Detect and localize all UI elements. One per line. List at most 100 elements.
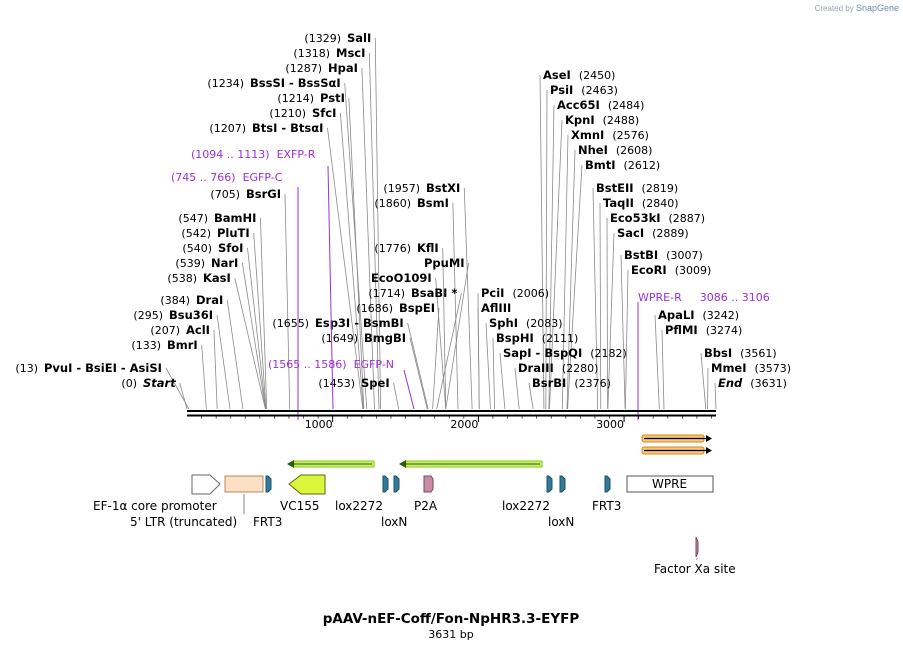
- primer-egfp-n[interactable]: (1565 .. 1586)EGFP-N: [268, 358, 415, 410]
- site-esp3i-bsmbi[interactable]: Esp3I - BsmBI(1655): [272, 316, 403, 330]
- site-kasi[interactable]: KasI(538): [167, 271, 230, 285]
- site-mmei[interactable]: MmeI(3573): [711, 361, 791, 375]
- orf-arrow[interactable]: [641, 446, 712, 455]
- vc155-shape[interactable]: [288, 474, 326, 495]
- site-name: BstEII: [596, 181, 634, 195]
- site-nari[interactable]: NarI(539): [175, 256, 238, 270]
- site-bmri[interactable]: BmrI(133): [131, 338, 197, 352]
- site-end[interactable]: End(3631): [718, 376, 787, 390]
- site-msci[interactable]: MscI(1318): [293, 46, 365, 60]
- site-bsssi-bsss-i[interactable]: BssSI - BssSαI(1234): [207, 76, 340, 90]
- ef1a-promoter-shape[interactable]: [191, 474, 221, 495]
- site-leader: [714, 382, 717, 410]
- site-sphi[interactable]: SphI(2083): [489, 316, 563, 330]
- orf-arrow-reverse[interactable]: [287, 460, 375, 468]
- orf-arrow[interactable]: [641, 434, 712, 443]
- site-saci[interactable]: SacI(2889): [617, 226, 689, 240]
- site-taqii[interactable]: TaqII(2840): [603, 196, 679, 210]
- site-labels: SalI(1329)MscI(1318)HpaI(1287)BssSI - Bs…: [15, 31, 791, 390]
- site-bsabi[interactable]: BsaBI *(1714): [368, 286, 457, 300]
- site-bstbi[interactable]: BstBI(3007): [624, 248, 703, 262]
- site-ecoo109i[interactable]: EcoO109I: [371, 271, 432, 285]
- p2a-shape[interactable]: [423, 475, 434, 493]
- site-leader: [201, 344, 207, 410]
- site-position: (0): [121, 377, 137, 390]
- site-pluti[interactable]: PluTI(542): [181, 226, 249, 240]
- site-bsu36i[interactable]: Bsu36I(295): [133, 308, 213, 322]
- site-ppumi[interactable]: PpuMI: [424, 256, 465, 270]
- orf-arrow-reverse[interactable]: [399, 460, 543, 468]
- site-kpni[interactable]: KpnI(2488): [565, 113, 639, 127]
- snapgene-brand[interactable]: SnapGene: [855, 3, 899, 13]
- lox2272-right-shape[interactable]: [546, 475, 553, 493]
- frt3-right-shape[interactable]: [604, 475, 611, 493]
- site-bsrgi[interactable]: BsrGI(705): [210, 187, 281, 201]
- site-asei[interactable]: AseI(2450): [543, 68, 615, 82]
- primer-egfp-c[interactable]: (745 .. 766)EGFP-C: [171, 171, 299, 420]
- site-pvui-bsiei-asisi[interactable]: PvuI - BsiEI - AsiSI(13): [15, 361, 161, 375]
- site-bsphi[interactable]: BspHI(2111): [496, 331, 578, 345]
- site-bbsi[interactable]: BbsI(3561): [704, 346, 777, 360]
- frt3-left-shape[interactable]: [265, 475, 272, 493]
- site-leader: [234, 277, 266, 410]
- site-bsteii[interactable]: BstEII (2819): [596, 181, 678, 195]
- site-pflmi[interactable]: PflMI(3274): [665, 323, 742, 337]
- site-hpai[interactable]: HpaI(1287): [285, 61, 357, 75]
- site-spei[interactable]: SpeI(1453): [318, 376, 389, 390]
- site-name: PvuI - BsiEI - AsiSI: [44, 361, 162, 375]
- site-sfci[interactable]: SfcI (1210): [269, 106, 336, 120]
- lox2272-left-shape[interactable]: [382, 475, 389, 493]
- site-start[interactable]: Start(0): [121, 376, 176, 390]
- site-btsi-bts-i[interactable]: BtsI - BtsαI(1207): [209, 121, 323, 135]
- site-acli[interactable]: AclI(207): [150, 323, 210, 337]
- site-bsmi[interactable]: BsmI(1860): [374, 196, 448, 210]
- site-name: SfcI: [312, 106, 336, 120]
- site-position: (1210): [269, 107, 306, 120]
- site-position: (133): [131, 339, 161, 352]
- site-xmni[interactable]: XmnI(2576): [571, 128, 649, 142]
- site-position: (2182): [590, 347, 627, 360]
- loxn-left-shape[interactable]: [393, 475, 400, 493]
- site-kfli[interactable]: KflI(1776): [374, 241, 438, 255]
- site-name: KasI: [203, 271, 231, 285]
- primer-range: (1094 .. 1113): [191, 148, 270, 161]
- site-leader: [179, 382, 188, 410]
- site-position: (2819): [642, 182, 679, 195]
- site-position: (384): [160, 294, 190, 307]
- site-name: PsiI: [550, 83, 573, 97]
- site-sfoi[interactable]: SfoI(540): [182, 241, 243, 255]
- site-sapi-bspqi[interactable]: SapI - BspQI(2182): [503, 346, 627, 360]
- site-position: (1649): [321, 332, 358, 345]
- feature-label-loxn: loxN: [381, 515, 407, 529]
- ltr-shape[interactable]: [224, 475, 264, 493]
- site-psii[interactable]: PsiI(2463): [550, 83, 618, 97]
- site-bsrbi[interactable]: BsrBI(2376): [532, 376, 611, 390]
- site-bmgbi[interactable]: BmgBI(1649): [321, 331, 406, 345]
- site-bspei[interactable]: BspEI(1686): [356, 301, 435, 315]
- site-draiii[interactable]: DraIII(2280): [518, 361, 598, 375]
- site-eco53ki[interactable]: Eco53kI(2887): [610, 211, 705, 225]
- wpre-shape[interactable]: [626, 475, 714, 493]
- site-leader: [407, 322, 429, 410]
- site-bstxi[interactable]: BstXI(1957): [383, 181, 460, 195]
- loxn-right-shape[interactable]: [559, 475, 566, 493]
- site-apali[interactable]: ApaLI(3242): [658, 308, 739, 322]
- site-position: (540): [182, 242, 212, 255]
- site-psti[interactable]: PstI(1214): [277, 91, 344, 105]
- site-name: DraI: [196, 293, 223, 307]
- site-bamhi[interactable]: BamHI(547): [178, 211, 256, 225]
- map-title: pAAV-nEF-Coff/Fon-NpHR3.3-EYFP: [323, 611, 580, 627]
- factor-xa-shape[interactable]: [695, 536, 699, 558]
- primer-exfp-r[interactable]: (1094 .. 1113)EXFP-R: [191, 148, 334, 410]
- site-nhei[interactable]: NheI(2608): [578, 143, 652, 157]
- site-sali[interactable]: SalI(1329): [304, 31, 371, 45]
- site-bmti[interactable]: BmtI(2612): [585, 158, 660, 172]
- site-ecori[interactable]: EcoRI(3009): [631, 263, 711, 277]
- map-length: 3631 bp: [428, 628, 473, 641]
- site-name: BsrBI: [532, 376, 566, 390]
- site-pcii[interactable]: PciI(2006): [481, 286, 549, 300]
- site-drai[interactable]: DraI (384): [160, 293, 223, 307]
- site-acc65i[interactable]: Acc65I(2484): [557, 98, 644, 112]
- site-afliii[interactable]: AflIII: [481, 301, 511, 315]
